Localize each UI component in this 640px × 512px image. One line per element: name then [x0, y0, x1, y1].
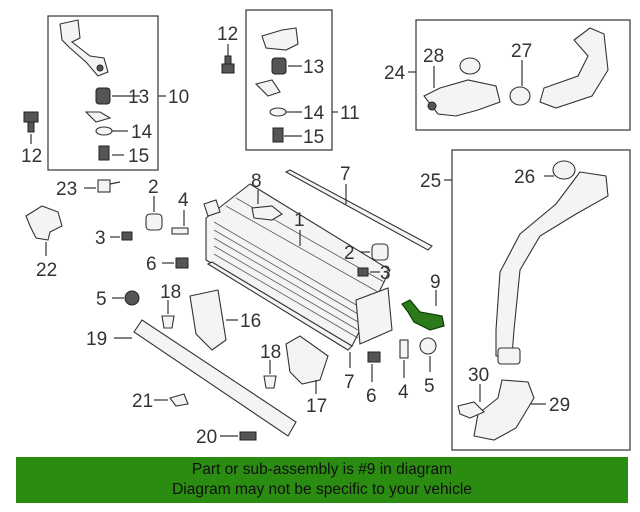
callout-19: 19	[86, 329, 107, 350]
kit-box-25	[451, 149, 631, 451]
callout-4b: 4	[398, 382, 409, 403]
screw-3a	[121, 231, 133, 241]
seal-ring-26	[552, 160, 576, 180]
bolt-12b	[221, 55, 235, 74]
callout-16: 16	[240, 311, 261, 332]
clip-11	[254, 79, 281, 97]
callout-14a: 14	[131, 122, 153, 143]
callout-26: 26	[514, 167, 535, 188]
inlet-pipe-29	[473, 379, 535, 441]
callout-12b: 12	[217, 24, 238, 45]
isolator-2b	[371, 243, 389, 261]
callout-24: 24	[384, 63, 406, 84]
callout-3b: 3	[380, 263, 391, 284]
callout-25: 25	[420, 171, 441, 192]
callout-23: 23	[56, 179, 77, 200]
bolt-20	[239, 431, 257, 441]
nut-5a	[124, 290, 140, 306]
banner-line-2: Diagram may not be specific to your vehi…	[172, 481, 472, 498]
callout-3a: 3	[95, 228, 106, 249]
callout-30: 30	[468, 365, 489, 386]
callout-18a: 18	[160, 282, 181, 303]
bracket-part-11	[261, 27, 299, 51]
banner-line-1: Part or sub-assembly is #9 in diagram	[191, 461, 453, 478]
bracket-8	[251, 205, 283, 221]
connector-23	[97, 179, 121, 193]
bracket-9-highlighted[interactable]	[401, 299, 445, 331]
callout-21: 21	[132, 391, 153, 412]
bracket-part-10	[59, 19, 109, 77]
callout-15a: 15	[128, 146, 149, 167]
isolator-13b	[271, 57, 287, 75]
callout-10: 10	[168, 87, 189, 108]
callout-13b: 13	[303, 57, 324, 78]
callout-2a: 2	[148, 177, 159, 198]
nut-5b	[419, 337, 437, 355]
isolator-2a	[145, 213, 163, 231]
callout-20: 20	[196, 427, 217, 448]
clip-18b	[263, 375, 277, 389]
kit-box-24	[415, 19, 631, 131]
clamp-27	[509, 86, 531, 106]
callout-7b: 7	[344, 372, 355, 393]
isolator-13a	[95, 87, 111, 105]
clip-21	[169, 393, 189, 407]
callout-6b: 6	[366, 386, 377, 407]
callout-9: 9	[430, 272, 441, 293]
callout-29: 29	[549, 395, 570, 416]
callout-1: 1	[294, 210, 305, 231]
callout-18b: 18	[260, 342, 281, 363]
callout-27: 27	[511, 41, 532, 62]
hose-24	[539, 27, 609, 109]
bolt-6a	[175, 257, 189, 269]
callout-15b: 15	[303, 127, 324, 148]
intercooler-1	[203, 183, 393, 347]
seal-ring-top	[459, 57, 481, 75]
air-deflector-16	[189, 289, 227, 351]
seal-strip-7a	[284, 169, 433, 251]
panel-19	[133, 319, 297, 437]
bolt-15b	[272, 127, 284, 143]
callout-13a: 13	[128, 87, 149, 108]
callout-2b: 2	[344, 243, 355, 264]
clip-10	[84, 111, 112, 123]
callout-28: 28	[423, 46, 444, 67]
washer-14a	[95, 126, 113, 136]
bolt-6b	[367, 351, 381, 363]
clip-18a	[161, 315, 175, 329]
callout-7a: 7	[340, 164, 351, 185]
callout-14b: 14	[303, 103, 325, 124]
callout-8: 8	[251, 171, 262, 192]
bolt-4a	[171, 227, 189, 235]
screw-3b	[357, 267, 369, 277]
callout-6a: 6	[146, 254, 157, 275]
seal-strip-7b	[206, 261, 353, 351]
info-banner: Part or sub-assembly is #9 in diagram Di…	[16, 457, 628, 503]
callout-5b: 5	[424, 376, 435, 397]
gasket-30	[457, 401, 485, 419]
hose-25	[495, 171, 609, 365]
callout-5a: 5	[96, 289, 107, 310]
callout-17: 17	[306, 396, 327, 417]
harness-22	[25, 205, 63, 241]
kit-box-11	[245, 9, 333, 151]
outlet-pipe-28	[423, 79, 501, 117]
callout-12a: 12	[21, 146, 42, 167]
callout-4a: 4	[178, 190, 189, 211]
bolt-4b	[399, 339, 409, 359]
bolt-12a	[23, 111, 39, 133]
bolt-15a	[98, 145, 110, 161]
washer-14b	[269, 107, 287, 117]
air-deflector-17	[285, 335, 329, 385]
callout-22: 22	[36, 260, 57, 281]
callout-11: 11	[340, 103, 360, 124]
kit-box-10	[47, 15, 159, 171]
